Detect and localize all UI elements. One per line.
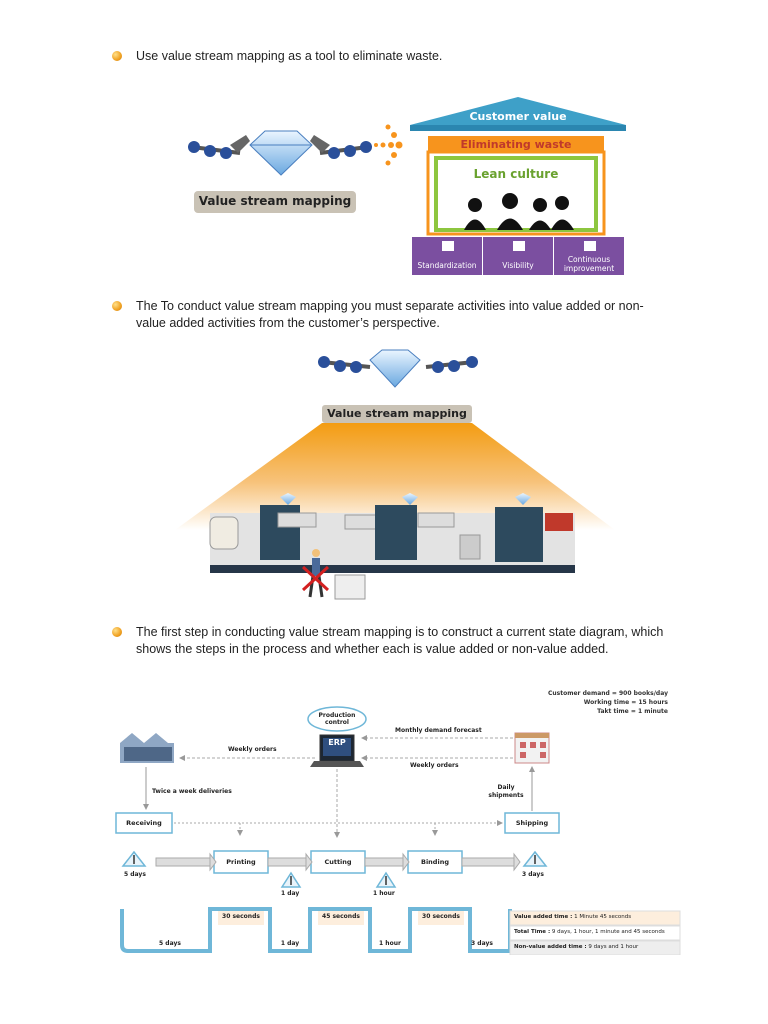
shipping-box: [504, 812, 560, 834]
improvement-icon: [584, 241, 596, 251]
customer-building-icon: [514, 732, 550, 764]
info-demand: Customer demand = 900 books/day: [547, 690, 668, 697]
timeline-va-1: 30 seconds: [222, 913, 260, 920]
timeline-va-cell-2: [318, 911, 364, 925]
monthly-forecast-label: Monthly demand forecast: [395, 727, 482, 734]
process-label-binding: Binding: [421, 858, 449, 866]
pillar-label-2: Visibility: [502, 261, 534, 270]
erp-laptop-icon: [310, 734, 364, 767]
receiving-box: [115, 812, 173, 834]
summary-row-total: [509, 925, 681, 941]
info-working: Working time = 15 hours: [583, 699, 668, 706]
push-arrows: [155, 852, 521, 872]
bullet-text: The To conduct value stream mapping you …: [136, 299, 644, 330]
weekly-orders-right-label: Weekly orders: [410, 762, 459, 769]
shipping-label: Shipping: [515, 819, 549, 827]
bullet-icon: [112, 301, 122, 311]
waste-label: Eliminating waste: [460, 138, 572, 151]
factory-illustration: [175, 349, 615, 600]
inventory-label-4: 3 days: [522, 871, 544, 878]
bullet-icon: [112, 627, 122, 637]
summary-total: Total Time : 9 days, 1 hour, 1 minute an…: [514, 929, 665, 935]
current-state-diagram: [115, 706, 681, 956]
vsm-house-illustration: [188, 97, 626, 275]
process-label-printing: Printing: [226, 858, 256, 866]
vsm-label-box: [322, 405, 472, 423]
erp-label: ERP: [328, 738, 346, 747]
info-takt: Takt time = 1 minute: [597, 708, 668, 715]
figure-vsm-factory: Value stream mapping: [170, 345, 620, 610]
pillar-label-1: Standardization: [417, 261, 477, 270]
robot-arm-right-icon: [425, 356, 478, 373]
arrow-dots-icon: [374, 124, 403, 166]
bullet-1: Use value stream mapping as a tool to el…: [112, 48, 672, 65]
diamond-icon: [369, 349, 421, 388]
receiving-label: Receiving: [126, 819, 162, 827]
process-label-cutting: Cutting: [324, 858, 352, 866]
weekly-orders-left-label: Weekly orders: [228, 746, 277, 753]
timeline-ladder: [120, 907, 512, 953]
info-box: Customer demand = 900 books/day Working …: [440, 689, 668, 716]
vsm-label: Value stream mapping: [327, 407, 467, 420]
bullet-text: The first step in conducting value strea…: [136, 625, 664, 656]
figure-vsm-house: Value stream mapping Customer value Elim…: [180, 95, 630, 280]
machine-1: [209, 493, 317, 560]
machine-3: [459, 493, 573, 562]
daily-shipments-label: Daily shipments: [488, 784, 524, 799]
bullet-icon: [112, 51, 122, 61]
bullet-text: Use value stream mapping as a tool to el…: [136, 49, 443, 63]
timeline-va-cell-1: [218, 911, 264, 925]
inventory-label-2: 1 day: [281, 890, 300, 897]
production-control-label: Production control: [318, 712, 356, 726]
robot-arm-left-icon: [188, 135, 250, 159]
vsm-label: Value stream mapping: [198, 194, 352, 208]
machine-2: [344, 493, 455, 560]
timeline-nva-1: 5 days: [159, 940, 181, 947]
roof-label: Customer value: [469, 110, 567, 123]
inventory-label-3: 1 hour: [373, 890, 395, 897]
twice-week-label: Twice a week deliveries: [152, 788, 232, 795]
summary-va: Value added time : 1 Minute 45 seconds: [514, 914, 632, 920]
standardization-icon: [442, 241, 454, 251]
timeline-nva-2: 1 day: [280, 940, 300, 947]
timeline-va-2: 45 seconds: [322, 913, 360, 920]
timeline-nva-4: 3 days: [471, 940, 493, 947]
house-roof: [410, 97, 626, 125]
summary-nva: Non-value added time : 9 days and 1 hour: [514, 944, 639, 950]
inventory-label-1: 5 days: [124, 871, 146, 878]
robot-arm-left-icon: [318, 356, 371, 373]
bullet-3: The first step in conducting value strea…: [112, 624, 672, 658]
culture-label: Lean culture: [473, 167, 559, 181]
culture-box: [434, 156, 598, 232]
summary-row-va: [509, 910, 681, 926]
figure-current-state-map: Customer demand = 900 books/day Working …: [110, 685, 690, 956]
light-beam: [175, 423, 615, 530]
pillar-label-3: Continuous improvement: [563, 255, 615, 273]
diamond-icon: [249, 130, 313, 176]
people-silhouettes-icon: [464, 193, 574, 230]
vsm-label-box: [194, 191, 356, 213]
robot-arm-right-icon: [310, 135, 372, 159]
timeline-va-3: 30 seconds: [422, 913, 460, 920]
production-control-oval: [307, 706, 367, 732]
waste-band: [428, 136, 604, 152]
visibility-icon: [513, 241, 525, 251]
worker-icon: [301, 549, 366, 600]
bullet-2: The To conduct value stream mapping you …: [112, 298, 672, 332]
timeline-nva-3: 1 hour: [379, 940, 401, 947]
supplier-factory-icon: [120, 733, 174, 763]
timeline-va-cell-3: [418, 911, 464, 925]
